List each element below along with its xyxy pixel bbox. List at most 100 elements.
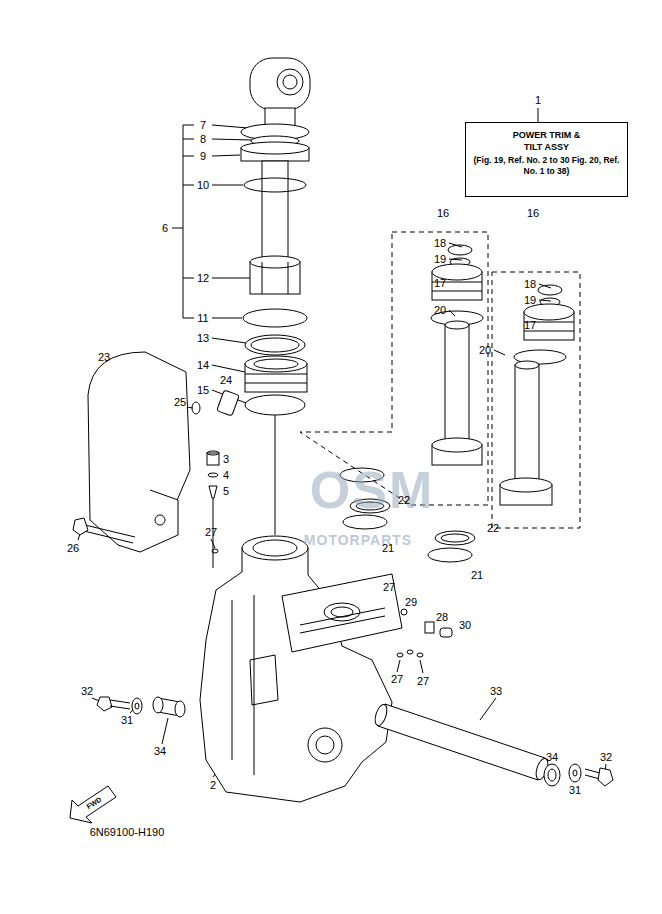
callout-number: 15 — [197, 385, 209, 396]
pivot-tube — [598, 768, 613, 786]
callout-number: 22 — [398, 495, 410, 506]
small-parts — [425, 622, 434, 633]
callout-number: 32 — [81, 686, 93, 697]
callout-number: 7 — [200, 120, 206, 131]
bracket-housing — [300, 616, 385, 633]
small-parts — [401, 609, 407, 615]
leader-line — [212, 125, 248, 128]
small-parts — [417, 653, 423, 657]
trim-rod-group — [432, 291, 482, 292]
leader-line — [212, 338, 246, 343]
tilt-cylinder-rod — [262, 161, 288, 261]
pivot-tube — [585, 775, 600, 779]
seal-ring — [428, 548, 472, 562]
trim-rod-group — [515, 361, 539, 369]
callout-number: 9 — [200, 151, 206, 162]
callout-number: 14 — [197, 360, 209, 371]
side-cover — [84, 531, 133, 543]
pivot-tube — [132, 698, 142, 714]
forward-arrow — [70, 786, 116, 823]
trim-rod-group — [300, 232, 580, 528]
bracket-housing — [253, 540, 297, 556]
tilt-cylinder-rod — [265, 108, 295, 126]
tilt-cylinder-rod — [241, 58, 310, 535]
leader-line — [211, 539, 215, 548]
callout-number: 32 — [600, 752, 612, 763]
seal-ring — [435, 531, 475, 545]
small-parts — [217, 390, 240, 416]
callout-number: 18 — [524, 279, 536, 290]
leader-line — [212, 139, 252, 140]
callout-number: 30 — [459, 620, 471, 631]
pivot-tube — [548, 769, 556, 781]
seal-ring — [343, 515, 387, 529]
pivot-tube — [110, 700, 130, 703]
callout-number: 4 — [223, 470, 229, 481]
leader-line — [183, 125, 194, 126]
callout-number: 10 — [197, 180, 209, 191]
tilt-cylinder-rod — [283, 75, 297, 89]
bracket-housing — [316, 736, 334, 754]
seal-ring — [441, 534, 469, 542]
tilt-cylinder-rod — [251, 338, 299, 352]
pivot-tube — [97, 697, 112, 711]
trim-rod-group — [500, 478, 552, 492]
callout-number: 19 — [434, 254, 446, 265]
small-parts — [209, 486, 217, 498]
bracket-housing — [232, 600, 233, 760]
trim-rod-group — [445, 321, 469, 329]
leader-line — [212, 185, 243, 186]
small-parts — [397, 653, 403, 657]
callout-number: 2 — [210, 780, 216, 791]
tilt-cylinder-rod — [244, 178, 306, 192]
callout-number: 27 — [383, 582, 395, 593]
tilt-cylinder-rod — [250, 256, 300, 268]
callout-number: 27 — [417, 676, 429, 687]
pivot-tube — [373, 703, 389, 727]
callout-number: 20 — [479, 345, 491, 356]
trim-rod-group — [448, 245, 472, 255]
callout-number: 24 — [220, 375, 232, 386]
tilt-cylinder-rod — [245, 383, 307, 384]
callout-number: 8 — [200, 134, 206, 145]
trim-rod-group — [515, 365, 539, 485]
trim-rod-group — [524, 304, 574, 320]
callout-number: 6 — [162, 223, 168, 234]
pivot-tube — [97, 697, 613, 786]
callout-number: 16 — [437, 208, 449, 219]
leader-line — [494, 350, 505, 355]
callout-number: 5 — [223, 486, 229, 497]
callout-number: 21 — [382, 543, 394, 554]
small-parts — [440, 628, 452, 637]
pivot-tube — [569, 764, 581, 782]
tilt-cylinder-rod — [241, 142, 309, 154]
bracket-housing — [242, 536, 308, 560]
leader-line — [397, 660, 400, 672]
callout-number: 34 — [154, 746, 166, 757]
callout-number: 31 — [121, 715, 133, 726]
callout-number: 27 — [391, 674, 403, 685]
leader-line — [162, 718, 168, 744]
small-parts — [212, 549, 218, 553]
trim-rod-group — [538, 285, 562, 295]
callout-number: 21 — [471, 570, 483, 581]
small-parts — [208, 473, 218, 477]
bracket-housing — [250, 655, 278, 705]
leader-line — [183, 185, 194, 186]
tilt-cylinder-rod — [277, 69, 303, 95]
pivot-tube — [573, 770, 577, 776]
callout-number: 13 — [197, 333, 209, 344]
small-parts — [207, 451, 219, 455]
side-cover — [118, 490, 178, 552]
leader-line — [212, 278, 250, 279]
tilt-cylinder-rod — [254, 359, 298, 369]
callout-number: 16 — [527, 208, 539, 219]
leader-line — [538, 108, 539, 122]
callout-number: 11 — [197, 313, 208, 324]
pivot-tube — [135, 703, 139, 709]
tilt-cylinder-rod — [288, 262, 289, 294]
bracket-housing — [254, 595, 255, 775]
callout-number: 26 — [67, 543, 79, 554]
tilt-cylinder-rod — [275, 415, 276, 535]
